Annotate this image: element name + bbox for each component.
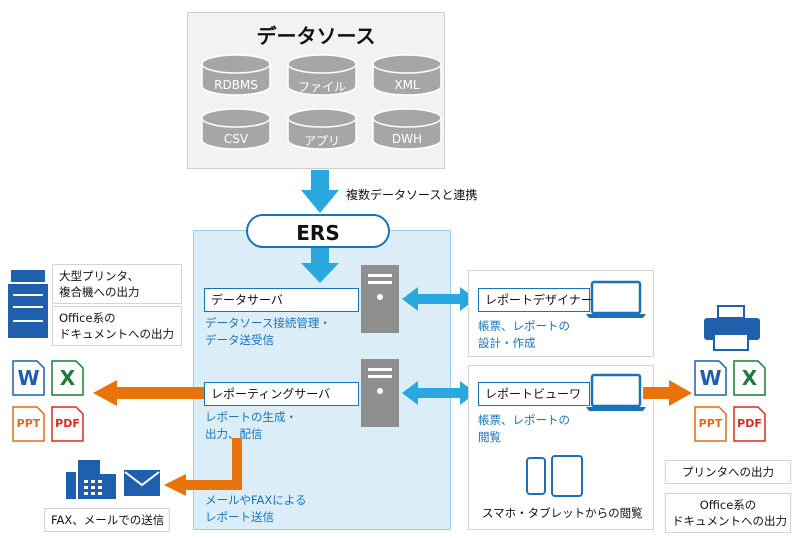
datasource-link-label: 複数データソースと連携 (346, 188, 478, 202)
data-server-label: データサーバ (204, 288, 359, 312)
right-output-arrow-icon (643, 380, 692, 406)
word-file-icon: W (694, 360, 727, 396)
smartphone-tablet-icon (526, 455, 583, 497)
left-office-box: Office系の ドキュメントへの出力 (52, 306, 182, 346)
datasource-item: DWH (391, 132, 423, 146)
datasource-item: ファイル (297, 80, 346, 94)
ppt-file-icon: PPT (694, 406, 727, 442)
datasource-title: データソース (256, 24, 376, 48)
ppt-file-icon: PPT (12, 406, 45, 442)
cylinder-xml-icon (372, 54, 442, 96)
bidirectional-arrow-icon (402, 287, 476, 311)
report-server-icon (361, 359, 399, 427)
mail-icon (124, 470, 160, 496)
down-arrow-icon (301, 248, 339, 283)
right-office-line2: ドキュメントへの出力 (672, 514, 787, 528)
large-printer-line2: 複合機への出力 (59, 285, 140, 299)
word-file-icon: W (12, 360, 45, 396)
mail-fax-desc-line2: レポート送信 (205, 510, 274, 524)
pdf-file-icon: PDF (51, 406, 84, 442)
right-office-box: Office系の ドキュメントへの出力 (665, 493, 791, 533)
data-server-icon (361, 265, 399, 333)
left-output-arrow-icon (93, 380, 204, 406)
report-server-label: レポーティングサーバ (204, 382, 359, 406)
ers-title: ERS (246, 214, 390, 248)
large-printer-box: 大型プリンタ、 複合機への出力 (52, 264, 182, 304)
large-printer-line1: 大型プリンタ、 (59, 269, 140, 283)
bidirectional-arrow-icon (402, 381, 476, 405)
cylinder-csv-icon (201, 108, 271, 150)
fax-icon (66, 460, 116, 499)
left-office-line2: ドキュメントへの出力 (59, 327, 174, 341)
report-server-desc-line2: 出力、配信 (205, 427, 263, 441)
fax-mail-label: FAX、メールでの送信 (51, 513, 165, 527)
laptop-icon (586, 373, 646, 411)
cylinder-rdbms-icon (201, 54, 271, 96)
designer-desc-line1: 帳票、レポートの (478, 319, 570, 333)
viewer-label: レポートビューワ (478, 382, 590, 406)
designer-desc-line2: 設計・作成 (478, 336, 536, 350)
mobile-view-label: スマホ・タブレットからの閲覧 (482, 506, 643, 520)
excel-file-icon: X (733, 360, 766, 396)
right-printer-box: プリンタへの出力 (665, 460, 791, 484)
cylinder-file-icon (287, 54, 357, 96)
report-server-desc-line1: レポートの生成・ (205, 410, 297, 424)
right-office-line1: Office系の (699, 498, 757, 512)
cylinder-dwh-icon (372, 108, 442, 150)
mail-fax-desc-line1: メールやFAXによる (205, 493, 307, 507)
printer-icon (704, 305, 760, 351)
datasource-item: CSV (223, 132, 249, 146)
datasource-item: RDBMS (214, 78, 258, 92)
designer-label: レポートデザイナー (478, 288, 593, 312)
datasource-item: XML (394, 78, 420, 92)
fax-mail-arrow-icon (164, 438, 242, 496)
data-server-desc-line1: データソース接続管理・ (205, 316, 331, 330)
excel-file-icon: X (51, 360, 84, 396)
cylinder-app-icon (287, 108, 357, 150)
laptop-icon (586, 280, 646, 318)
datasource-item: アプリ (303, 134, 340, 148)
datasource-cylinders (201, 54, 442, 150)
viewer-desc-line2: 閲覧 (478, 430, 501, 444)
data-server-desc-line2: データ送受信 (205, 333, 274, 347)
right-printer-label: プリンタへの出力 (682, 465, 774, 479)
pdf-file-icon: PDF (733, 406, 766, 442)
multifunction-printer-icon (8, 270, 48, 338)
fax-mail-box: FAX、メールでの送信 (44, 508, 170, 532)
down-arrow-icon (301, 170, 339, 213)
left-office-line1: Office系の (59, 311, 116, 325)
viewer-desc-line1: 帳票、レポートの (478, 413, 570, 427)
